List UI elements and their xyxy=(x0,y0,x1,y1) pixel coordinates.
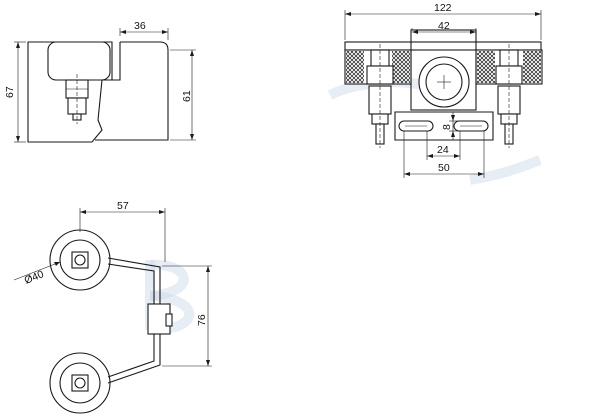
side-housing xyxy=(27,41,113,143)
front-dim-50: 50 xyxy=(438,162,450,174)
front-left-slot xyxy=(398,120,434,132)
front-dim-42: 42 xyxy=(438,20,450,32)
front-dim-8: 8 xyxy=(441,124,453,130)
side-knob xyxy=(47,41,111,81)
front-right-slot xyxy=(453,120,489,132)
side-view: 36 67 61 xyxy=(4,20,196,143)
side-dim-67: 67 xyxy=(4,86,16,98)
watermark xyxy=(145,77,542,335)
front-slot-plate xyxy=(394,111,494,141)
side-bracket xyxy=(95,41,169,141)
front-view: 122 42 8 24 50 xyxy=(344,2,543,178)
top-dim-diameter: Ø40 xyxy=(23,268,46,287)
top-dim-57: 57 xyxy=(117,200,129,212)
top-view: 57 Ø40 76 xyxy=(13,200,212,414)
front-center-body xyxy=(410,29,477,111)
front-dim-122: 122 xyxy=(434,2,452,14)
side-dim-36: 36 xyxy=(134,20,146,32)
front-top-plate xyxy=(344,41,542,51)
side-dim-61: 61 xyxy=(181,90,193,102)
top-dim-76: 76 xyxy=(196,314,208,326)
front-dim-24: 24 xyxy=(437,144,449,156)
